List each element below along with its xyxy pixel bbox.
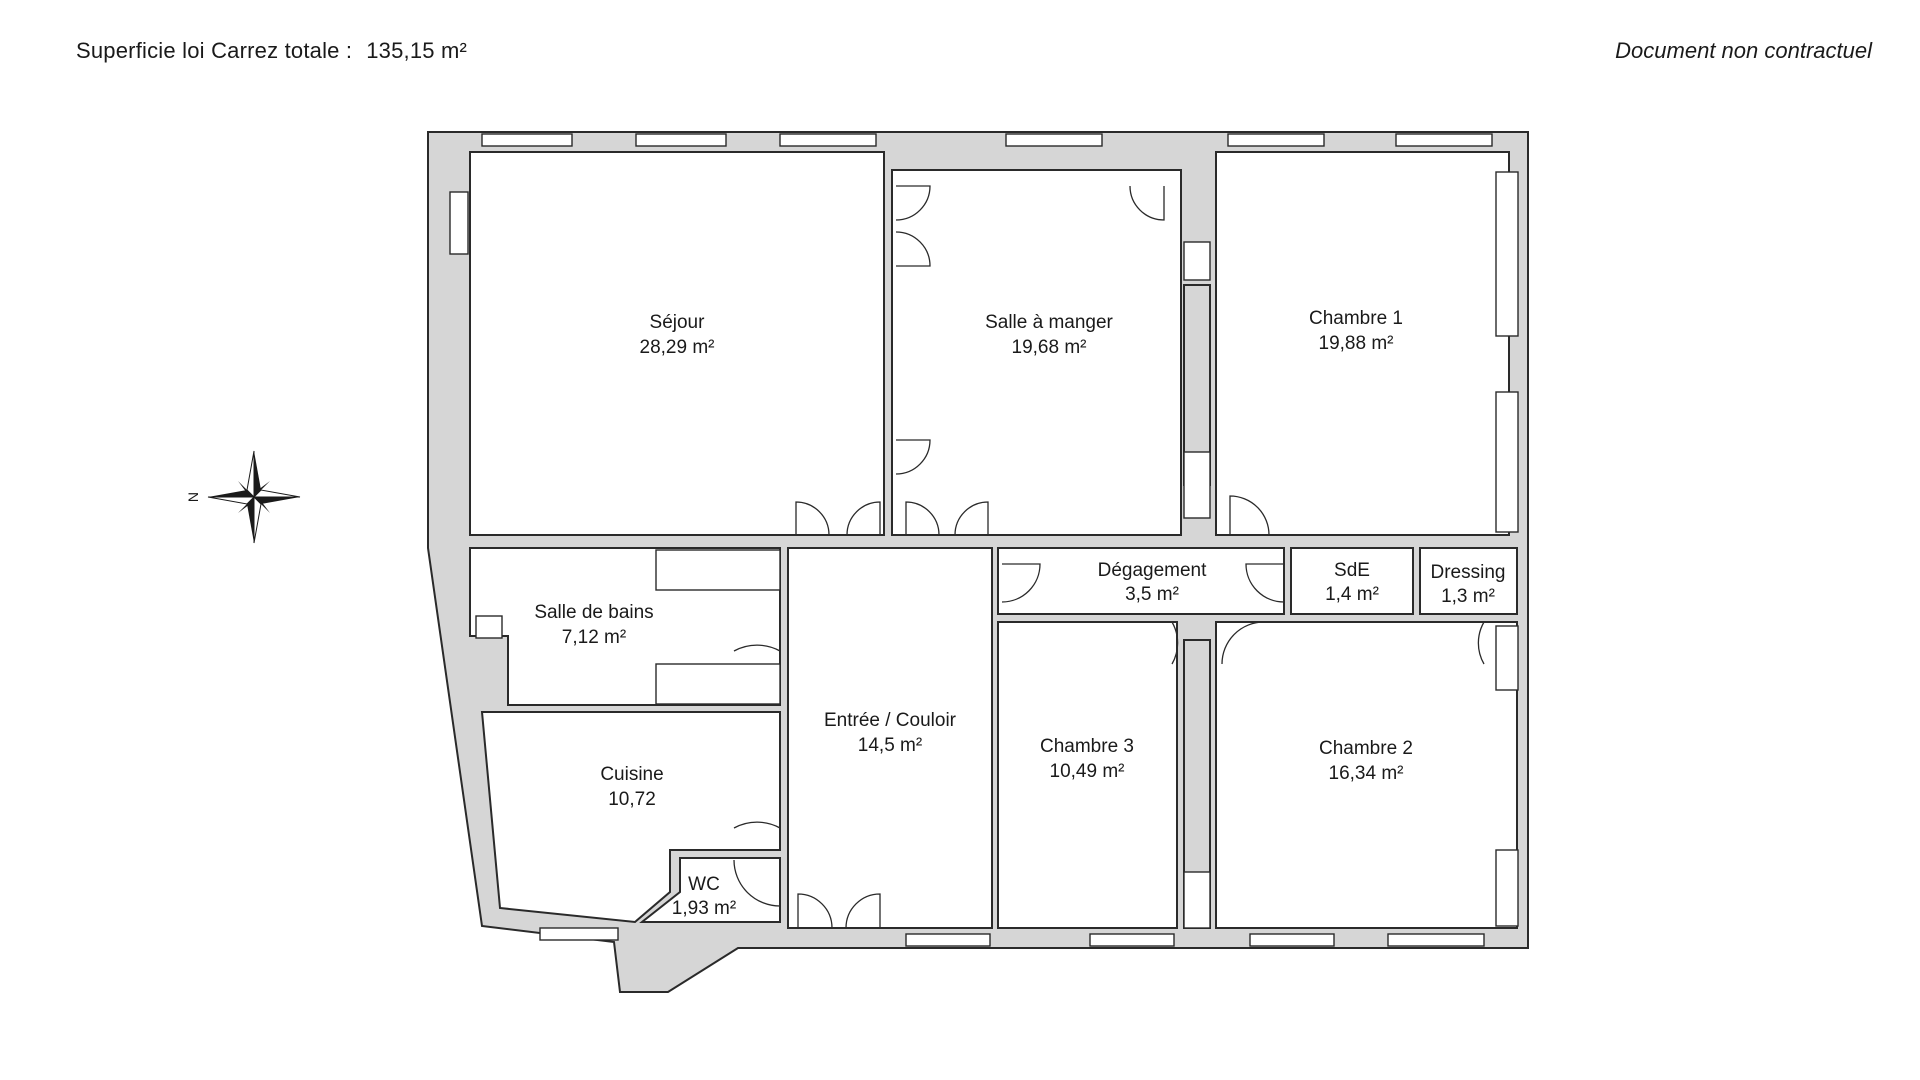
total-surface-label: Superficie loi Carrez totale : [76, 38, 353, 63]
room-label-chambre-1: Chambre 1 19,88 m² [1309, 308, 1403, 354]
room-entree-couloir [787, 547, 993, 929]
room-name: WC [688, 874, 720, 895]
closet-box [1183, 241, 1211, 281]
room-area: 28,29 m² [640, 337, 715, 358]
room-area: 1,4 m² [1325, 584, 1379, 605]
windows-bottom [539, 927, 1485, 947]
closet-box [655, 549, 781, 591]
closet-box [449, 191, 469, 255]
room-area: 19,88 m² [1319, 333, 1394, 354]
room-area: 7,12 m² [562, 627, 626, 648]
closet-box [1495, 171, 1519, 337]
room-name: Chambre 1 [1309, 308, 1403, 329]
closet-box [1495, 849, 1519, 927]
room-name: Dégagement [1098, 560, 1208, 581]
room-wc [639, 857, 781, 923]
room-label-wc: WC 1,93 m² [672, 874, 736, 919]
room-area: 14,5 m² [858, 735, 922, 756]
room-name: Chambre 2 [1319, 738, 1413, 759]
room-salle-a-manger [891, 169, 1182, 536]
room-chambre-3 [997, 621, 1178, 929]
room-area: 1,3 m² [1441, 586, 1495, 607]
doors [733, 185, 1486, 929]
room-chambre-2 [1215, 621, 1518, 929]
closet-box [1183, 871, 1211, 929]
closet-box [1183, 451, 1211, 519]
room-name: Entrée / Couloir [824, 710, 957, 731]
room-degagement [997, 547, 1285, 615]
disclaimer: Document non contractuel [1615, 38, 1872, 63]
room-label-degagement: Dégagement 3,5 m² [1098, 560, 1208, 605]
room-sde [1290, 547, 1414, 615]
windows-top [481, 133, 1493, 147]
closet-box [1495, 625, 1519, 691]
room-name: SdE [1334, 560, 1370, 581]
room-area: 10,49 m² [1050, 761, 1125, 782]
room-label-salle-de-bains: Salle de bains 7,12 m² [534, 602, 653, 648]
room-cuisine [480, 711, 781, 924]
room-name: Séjour [650, 312, 706, 333]
room-area: 19,68 m² [1012, 337, 1087, 358]
room-dressing [1419, 547, 1518, 615]
compass-north-label: N [185, 492, 201, 502]
room-area: 3,5 m² [1125, 584, 1179, 605]
closet-box [1495, 391, 1519, 533]
room-label-dressing: Dressing 1,3 m² [1431, 562, 1506, 607]
room-label-sejour: Séjour 28,29 m² [640, 312, 715, 358]
closet-box [475, 615, 503, 639]
room-label-salle-a-manger: Salle à manger 19,68 m² [985, 312, 1113, 358]
room-label-chambre-3: Chambre 3 10,49 m² [1040, 736, 1134, 782]
room-area: 1,93 m² [672, 898, 736, 919]
room-name: Chambre 3 [1040, 736, 1134, 757]
room-chambre-1 [1215, 151, 1510, 536]
room-label-chambre-2: Chambre 2 16,34 m² [1319, 738, 1413, 784]
total-surface: Superficie loi Carrez totale : 135,15 m² [76, 38, 467, 64]
room-label-sde: SdE 1,4 m² [1325, 560, 1379, 605]
room-area: 16,34 m² [1329, 763, 1404, 784]
room-sejour [469, 151, 885, 536]
room-name: Dressing [1431, 562, 1506, 583]
total-surface-value: 135,15 m² [366, 38, 468, 63]
closet-box [655, 663, 781, 705]
room-name: Cuisine [600, 764, 663, 785]
room-label-cuisine: Cuisine 10,72 [600, 764, 663, 810]
room-name: Salle à manger [985, 312, 1113, 333]
room-area: 10,72 [608, 789, 656, 810]
room-label-entree-couloir: Entrée / Couloir 14,5 m² [824, 710, 957, 756]
compass-rose-icon: N [185, 450, 301, 544]
room-name: Salle de bains [534, 602, 653, 623]
